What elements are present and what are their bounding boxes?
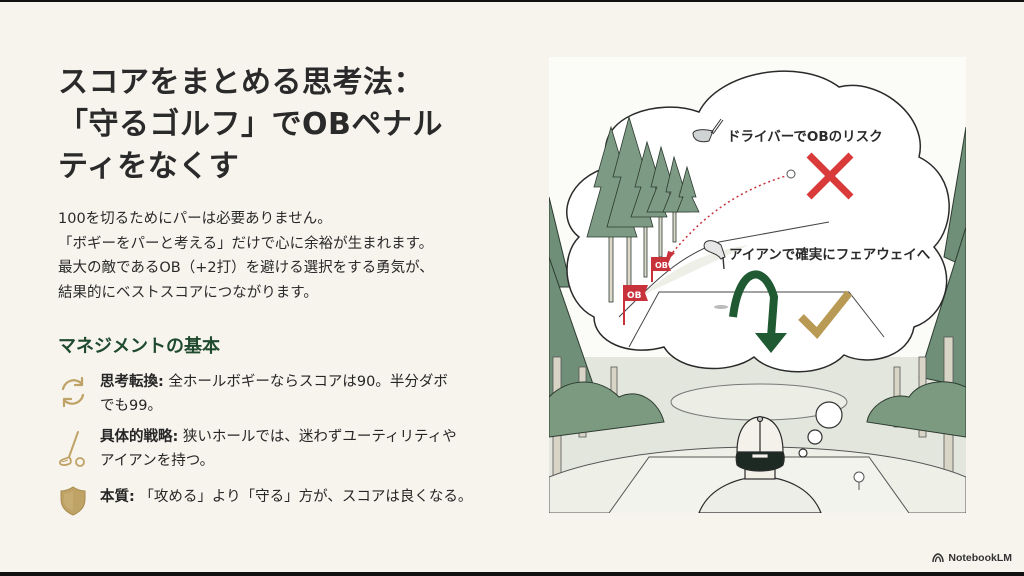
intro-line-3: 最大の敵であるOB（+2打）を避ける選択をする勇気が、 (58, 260, 434, 276)
svg-text:OB: OB (627, 291, 642, 301)
notebooklm-logo-icon (932, 553, 945, 563)
intro-line-1: 100を切るためにパーは必要ありません。 (58, 211, 332, 227)
golfer (698, 415, 822, 513)
green-arrow-icon (729, 270, 787, 353)
bullet-text-cont: でも99。 (100, 398, 162, 414)
title-line-1: スコアをまとめる思考法： (58, 65, 424, 100)
section-heading: マネジメントの基本 (58, 336, 220, 357)
check-mark-icon (798, 290, 853, 339)
bullet-label: 本質: (100, 489, 135, 505)
bullet-item-strategy: 具体的戦略: 狭いホールでは、迷わずユーティリティや アイアンを持つ。 (58, 425, 528, 485)
bullet-item-essence: 本質: 「攻める」より「守る」方が、スコアは良くなる。 (58, 485, 528, 516)
bullet-text-cont: アイアンを持つ。 (100, 453, 215, 469)
intro-line-4: 結果的にベストスコアにつながります。 (58, 284, 318, 301)
intro-line-2: 「ボギーをパーと考える」だけで心に余裕が生まれます。 (58, 235, 434, 252)
refresh-cycle-icon (58, 374, 88, 414)
bullet-text: 全ホールボギーならスコアは90。半分ダボ (168, 374, 448, 390)
shield-icon (58, 485, 88, 525)
notebooklm-brand: NotebookLM (932, 552, 1012, 564)
safe-label: アイアンで確実にフェアウェイへ (729, 246, 931, 263)
forest-in-cloud (586, 115, 700, 303)
risk-label: ドライバーでOBのリスク (727, 129, 883, 145)
intro-paragraph: 100を切るためにパーは必要ありません。 「ボギーをパーと考える」だけで心に余裕… (58, 207, 518, 305)
ob-flag-2: OB (623, 285, 648, 325)
title-line-3: ティをなくす (58, 149, 240, 184)
x-mark-icon (806, 152, 854, 200)
bullet-label: 具体的戦略: (100, 429, 179, 445)
svg-text:OB: OB (655, 261, 668, 270)
thought-cloud (566, 70, 950, 373)
bullet-item-mindset: 思考転換: 全ホールボギーならスコアは90。半分ダボ でも99。 (58, 370, 528, 425)
driver-icon (692, 118, 724, 143)
slide-title: スコアをまとめる思考法： 「守るゴルフ」でOBペナル ティをなくす (58, 62, 508, 188)
bullet-label: 思考転換: (100, 374, 164, 390)
brand-name: NotebookLM (948, 552, 1012, 564)
tee-ball (853, 471, 865, 490)
ob-flag-1: OB (651, 257, 671, 282)
golf-thought-illustration: OB OB ドライバーでOBのリスク (549, 57, 966, 513)
bullet-text: 狭いホールでは、迷わずユーティリティや (182, 429, 457, 445)
golf-club-icon (58, 429, 88, 469)
bullet-text: 「攻める」より「守る」方が、スコアは良くなる。 (139, 489, 473, 505)
title-line-2: 「守るゴルフ」でOBペナル (58, 107, 443, 142)
forest-right (918, 126, 966, 388)
bullet-list: 思考転換: 全ホールボギーならスコアは90。半分ダボ でも99。 具体的戦略: … (58, 370, 528, 516)
iron-icon (703, 240, 726, 270)
